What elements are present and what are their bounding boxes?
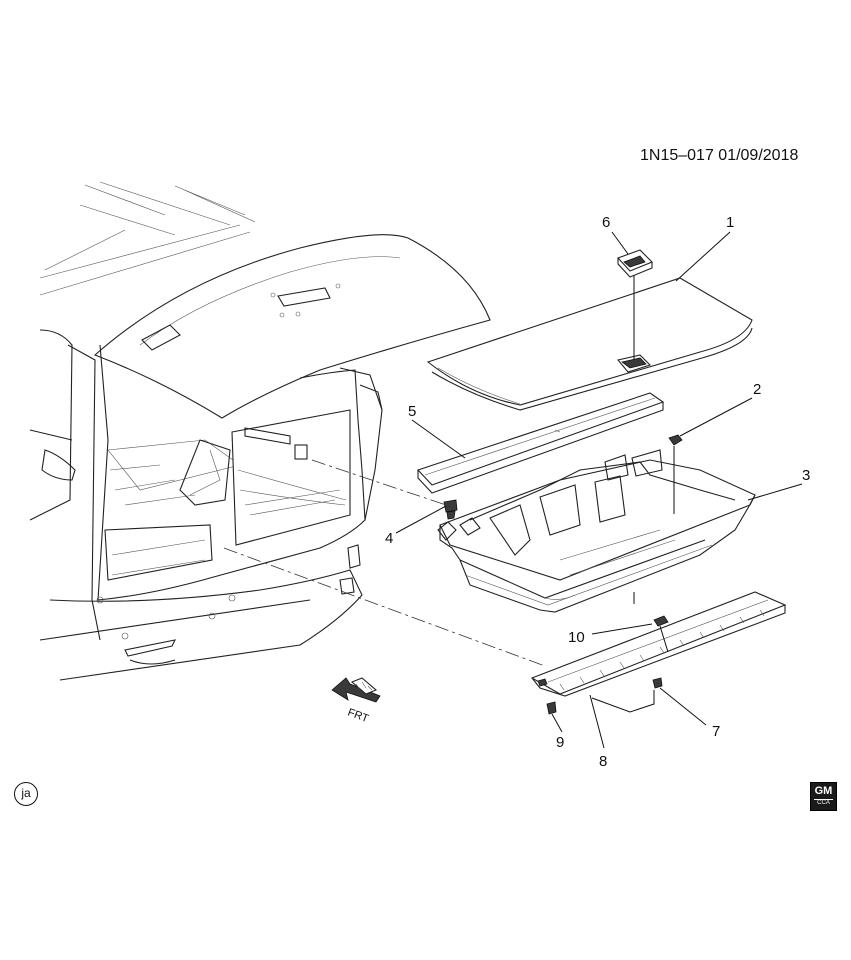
front-direction-arrow: FRT bbox=[331, 677, 381, 726]
callout-3: 3 bbox=[802, 467, 811, 484]
part-6-handle bbox=[617, 249, 653, 278]
vehicle-rear-body bbox=[29, 181, 491, 681]
part-5-trim-strip bbox=[417, 392, 665, 494]
gm-logo-text: GM bbox=[814, 785, 833, 797]
callout-5: 5 bbox=[408, 403, 417, 420]
callout-6: 6 bbox=[602, 214, 611, 231]
view-badge: ja bbox=[14, 782, 38, 806]
callout-8: 8 bbox=[599, 753, 608, 770]
callout-9: 9 bbox=[556, 734, 565, 751]
frt-label: FRT bbox=[346, 707, 370, 726]
clips bbox=[546, 615, 669, 715]
gm-logo: GM CCA bbox=[810, 782, 837, 811]
callout-1: 1 bbox=[726, 214, 735, 231]
phantom-line-tray bbox=[223, 547, 546, 667]
reference-number: 1N15–017 01/09/2018 bbox=[640, 147, 799, 164]
part-1-cargo-floor-panel bbox=[426, 277, 753, 411]
callout-7: 7 bbox=[712, 723, 721, 740]
gm-logo-subtext: CCA bbox=[814, 799, 833, 807]
leader-lines bbox=[395, 231, 803, 749]
fasteners bbox=[443, 434, 683, 520]
part-8-sill-plate bbox=[530, 591, 787, 697]
callout-2: 2 bbox=[753, 381, 762, 398]
part-3-storage-tray bbox=[437, 449, 756, 613]
callout-4: 4 bbox=[385, 530, 394, 547]
callout-10: 10 bbox=[568, 629, 585, 646]
